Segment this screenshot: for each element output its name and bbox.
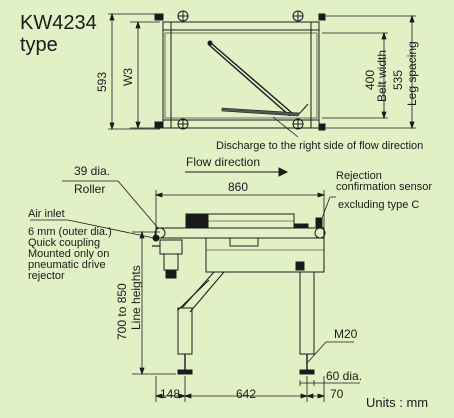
side-view-dimensions — [132, 230, 360, 402]
air-inlet-label: Air inlet — [28, 208, 65, 220]
model-title-suffix: type — [20, 34, 58, 56]
coupling-note-2: Quick coupling — [28, 237, 101, 249]
foot-dia-label: 60 dia. — [326, 369, 363, 383]
top-view-conveyor — [154, 10, 326, 138]
discharge-note: Discharge to the right side of flow dire… — [216, 140, 424, 152]
line-heights-label: Line heights — [129, 265, 143, 330]
dimension-535: 535 — [391, 69, 405, 90]
coupling-note-5: rejector — [28, 270, 65, 282]
dimension-860: 860 — [228, 180, 249, 194]
rejection-sensor-label-2: confirmation sensor — [336, 181, 432, 193]
top-view-dimensions — [108, 12, 416, 131]
dimension-642: 642 — [236, 387, 257, 401]
flow-arrow — [185, 167, 289, 177]
callout-leaders — [30, 180, 336, 239]
excluding-type-c-note: excluding type C — [338, 199, 420, 211]
dimension-593: 593 — [95, 71, 109, 92]
coupling-note-4: pneumatic drive — [28, 259, 106, 271]
roller-dia-label: 39 dia. — [74, 164, 111, 178]
model-title: KW4234 — [20, 12, 97, 34]
rejection-sensor-label-1: Rejection — [336, 170, 382, 182]
units-label: Units : mm — [366, 395, 429, 410]
side-view-dimensions-top — [154, 190, 326, 230]
dimension-70: 70 — [330, 387, 344, 401]
side-view-conveyor — [152, 213, 326, 375]
roller-label: Roller — [74, 182, 106, 196]
coupling-note-3: Mounted only on — [28, 248, 110, 260]
coupling-note-1: 6 mm (outer dia.) — [28, 226, 112, 238]
flow-direction-label: Flow direction — [186, 155, 261, 169]
belt-width-label: Belt width — [375, 49, 389, 102]
leg-spacing-label: Leg spacing — [405, 41, 419, 106]
bolt-size-label: M20 — [334, 327, 358, 341]
dimension-w3: W3 — [121, 68, 135, 86]
line-height-range: 700 to 850 — [115, 283, 129, 340]
dimension-148: 148 — [160, 387, 181, 401]
